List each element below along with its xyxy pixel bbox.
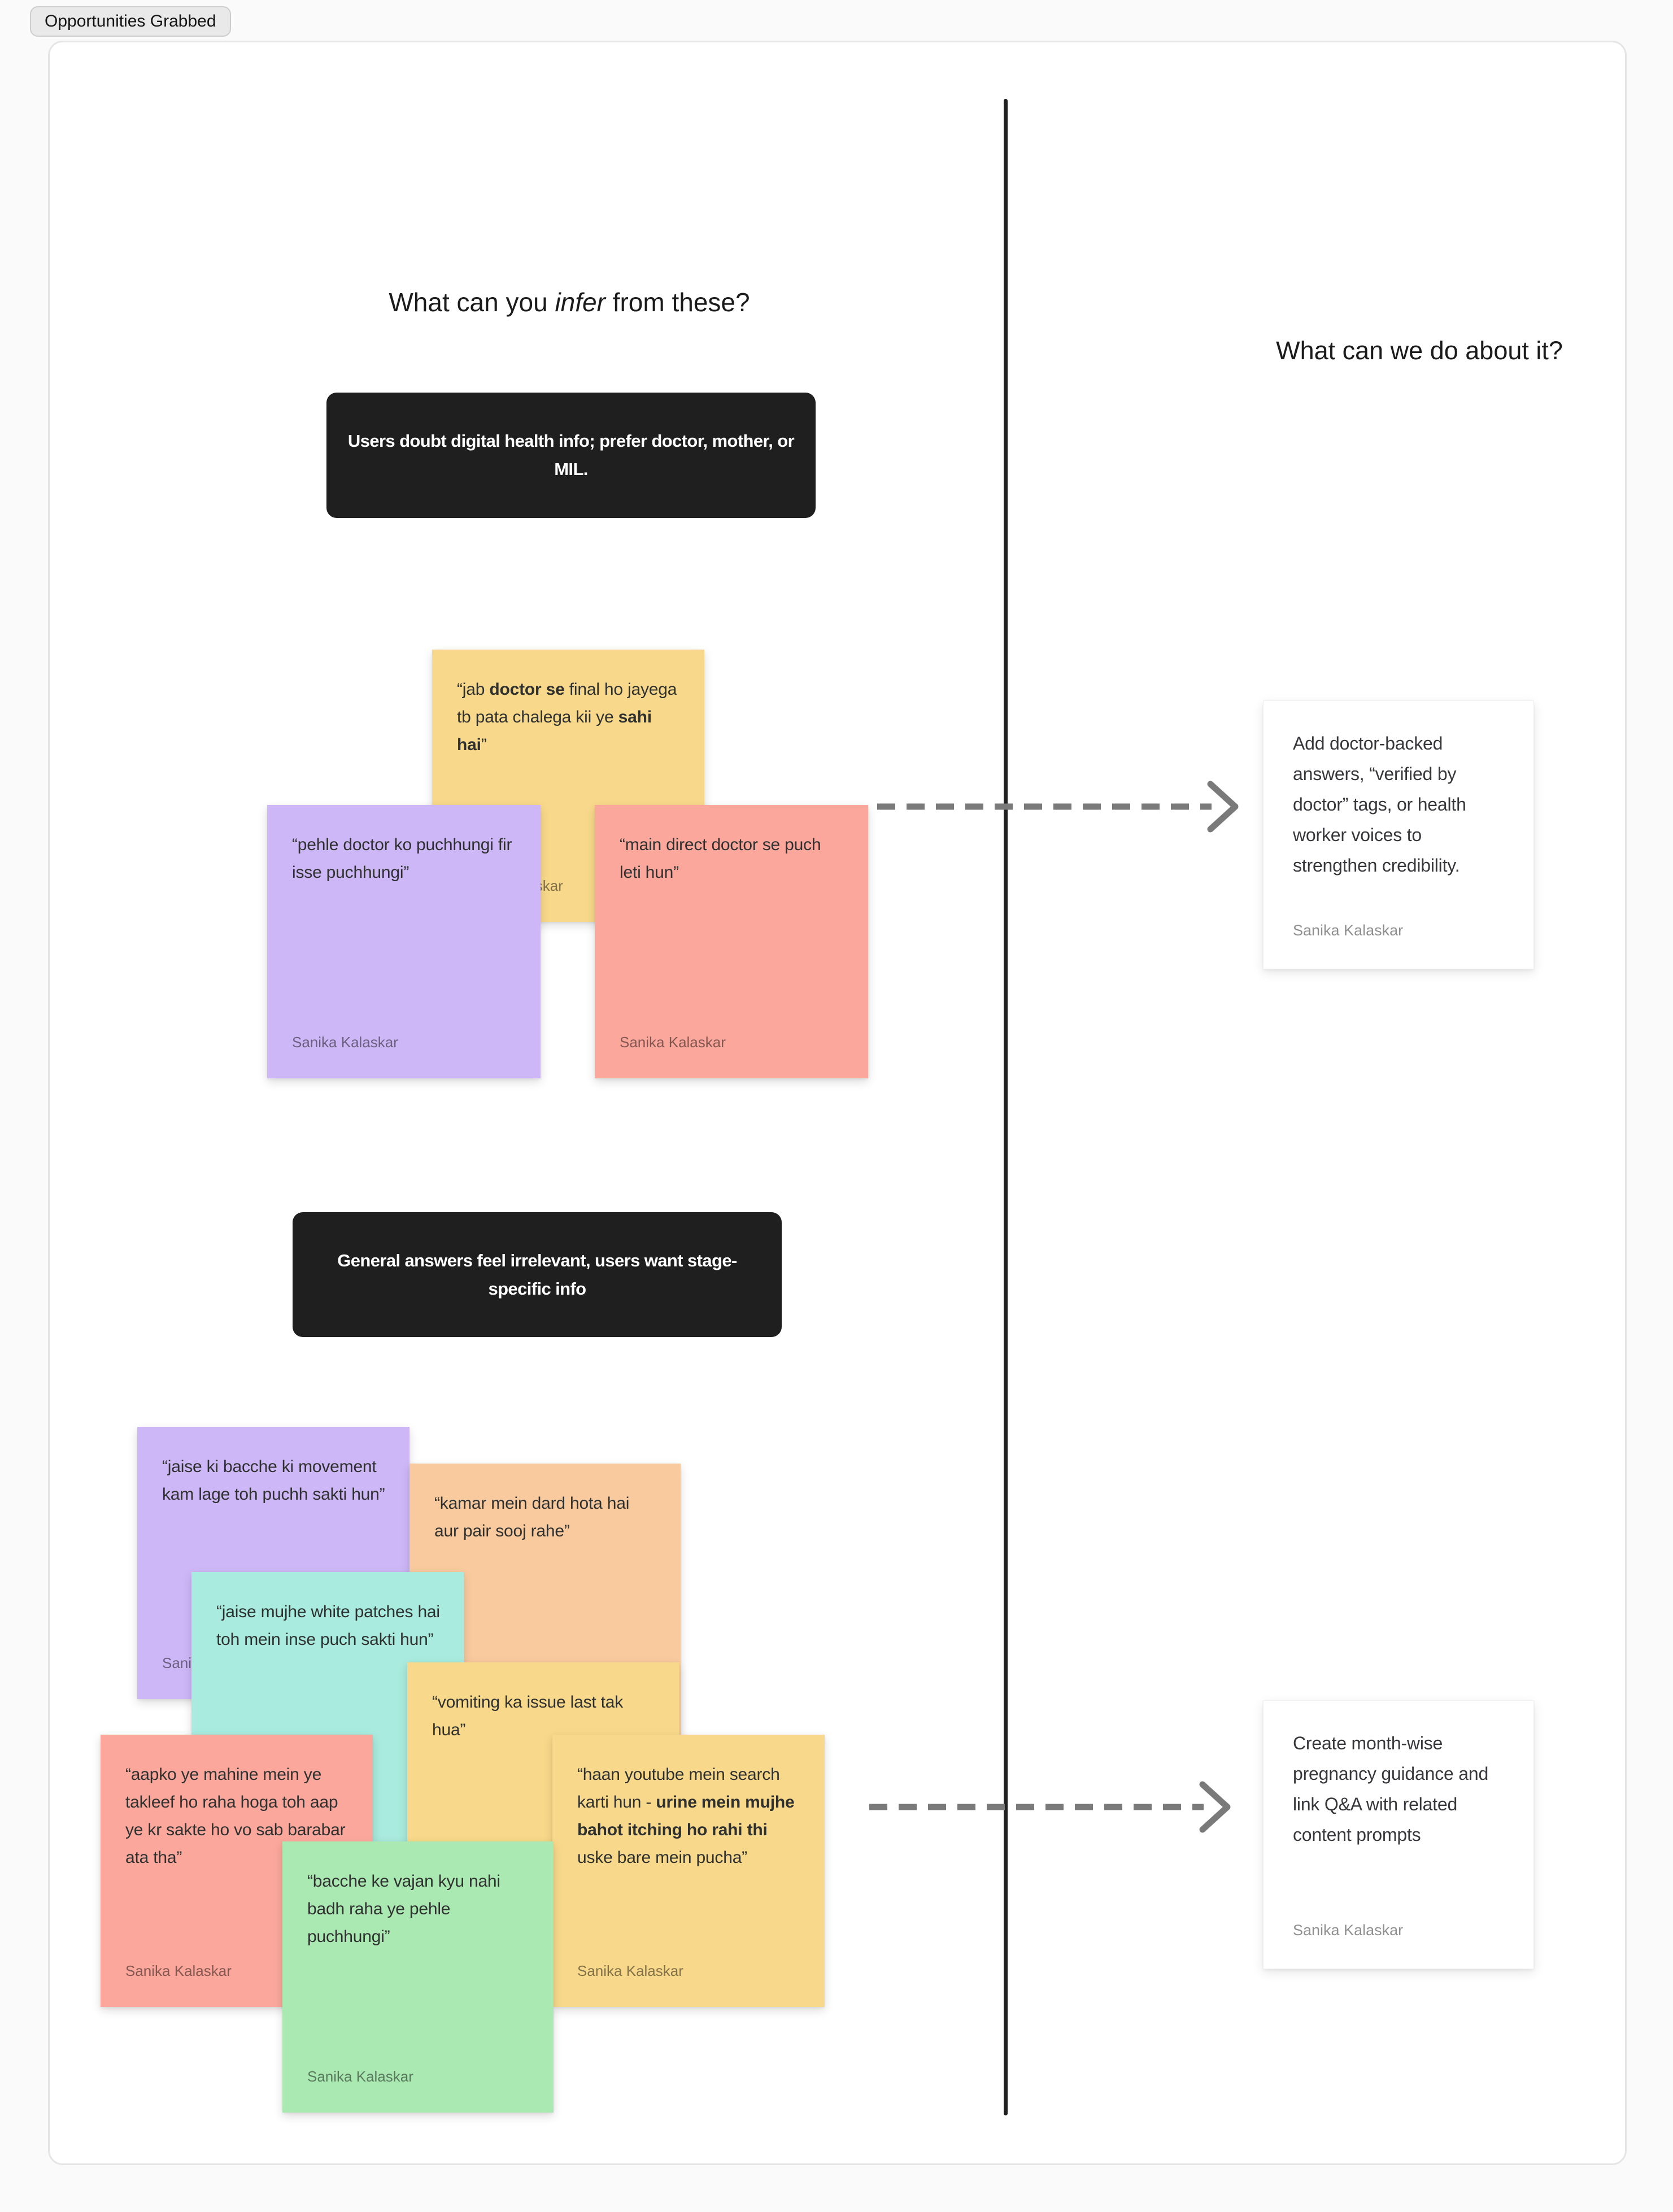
note-text: “main direct doctor se puch leti hun” [620, 835, 821, 882]
note-text: “jaise mujhe white patches hai toh mein … [216, 1603, 440, 1649]
sticky-note-direct-doctor[interactable]: “main direct doctor se puch leti hun” Sa… [595, 805, 868, 1078]
note-author: Sanika Kalaskar [577, 1962, 683, 1979]
sticky-note-youtube-search[interactable]: “haan youtube mein search karti hun - ur… [552, 1735, 825, 2007]
note-text: “pehle doctor ko puchhungi fir isse puch… [292, 835, 512, 882]
note-text: “haan youtube mein search karti hun - ur… [577, 1765, 795, 1867]
action-author: Sanika Kalaskar [1293, 1922, 1404, 1939]
note-author: Sanika Kalaskar [307, 2068, 413, 2085]
note-text: “aapko ye mahine mein ye takleef ho raha… [125, 1765, 346, 1867]
sticky-note-vajan[interactable]: “bacche ke vajan kyu nahi badh raha ye p… [282, 1841, 554, 2113]
action-text: Add doctor-backed answers, “verified by … [1293, 733, 1466, 876]
note-author: Sanika Kalaskar [620, 1034, 726, 1051]
column-divider-line[interactable] [1004, 99, 1008, 2115]
note-author: Sanika Kalaskar [125, 1962, 232, 1979]
note-text: “jaise ki bacche ki movement kam lage to… [162, 1457, 385, 1504]
insight-banner-trust[interactable]: Users doubt digital health info; prefer … [326, 393, 816, 518]
left-title-italic: infer [555, 288, 605, 317]
action-text: Create month-wise pregnancy guidance and… [1293, 1733, 1489, 1845]
note-author: Sanika Kalaskar [292, 1034, 398, 1051]
right-column-title[interactable]: What can we do about it? [1276, 336, 1563, 365]
left-column-title[interactable]: What can you infer from these? [284, 287, 855, 317]
flow-arrow-bottom[interactable] [865, 1780, 1238, 1834]
note-text: “vomiting ka issue last tak hua” [432, 1693, 624, 1739]
section-tag[interactable]: Opportunities Grabbed [30, 6, 231, 37]
flow-arrow-top[interactable] [873, 780, 1245, 834]
note-text: “kamar mein dard hota hai aur pair sooj … [434, 1494, 630, 1540]
insight-banner-relevance[interactable]: General answers feel irrelevant, users w… [293, 1212, 782, 1337]
sticky-note-pehle-doctor[interactable]: “pehle doctor ko puchhungi fir isse puch… [267, 805, 541, 1078]
board-frame: What can you infer from these? What can … [48, 41, 1627, 2165]
note-text: “jab doctor se final ho jayega tb pata c… [457, 680, 677, 754]
left-title-post: from these? [605, 288, 750, 317]
action-author: Sanika Kalaskar [1293, 922, 1404, 939]
action-card-doctor-backed[interactable]: Add doctor-backed answers, “verified by … [1263, 700, 1534, 969]
left-title-pre: What can you [389, 288, 555, 317]
note-text: “bacche ke vajan kyu nahi badh raha ye p… [307, 1872, 500, 1946]
action-card-monthwise-guidance[interactable]: Create month-wise pregnancy guidance and… [1263, 1700, 1534, 1969]
